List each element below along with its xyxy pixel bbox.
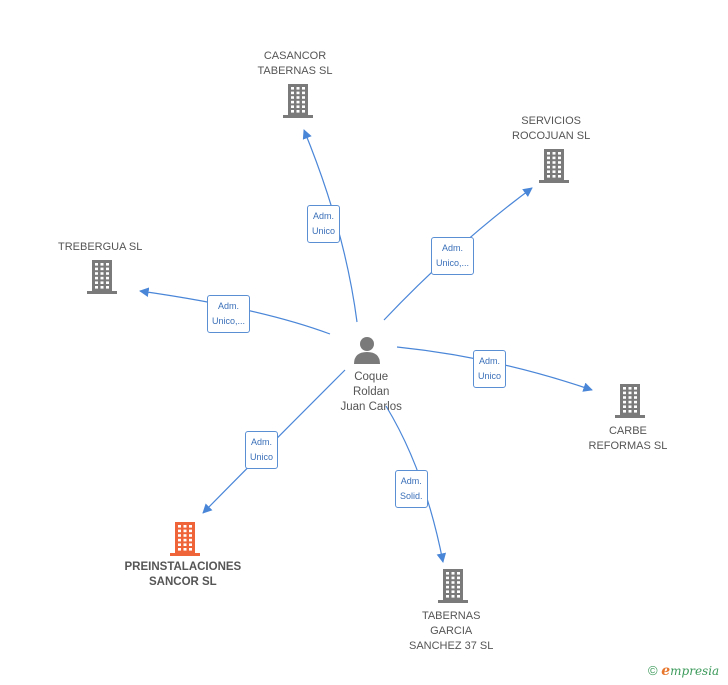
company-label-tabernas[interactable]: TABERNAS GARCIA SANCHEZ 37 SL (409, 609, 493, 654)
company-label-tabernas-line: TABERNAS (421, 610, 481, 622)
edge-label-line: Adm. (218, 301, 240, 311)
person-node[interactable] (352, 336, 382, 364)
building-icon (170, 522, 200, 556)
company-label-tabernas-line: SANCHEZ 37 SL (409, 640, 494, 652)
company-label-trebergua[interactable]: TREBERGUA SL (58, 240, 142, 255)
edge-label-line: Unico (312, 226, 336, 236)
copyright-icon: © (648, 663, 658, 678)
edge-label-line: Adm. (479, 356, 501, 366)
edge-label-line: Unico,... (436, 258, 470, 268)
company-node-tabernas[interactable] (437, 569, 469, 603)
company-label-carbe-line: REFORMAS SL (588, 440, 668, 452)
company-label-casancor[interactable]: CASANCOR TABERNAS SL (258, 49, 333, 79)
edge-label-carbe[interactable]: Adm. Unico (473, 350, 507, 388)
company-node-casancor[interactable] (282, 84, 314, 118)
company-node-servicios[interactable] (538, 149, 570, 183)
company-label-servicios-line: SERVICIOS (521, 115, 581, 127)
building-icon (539, 149, 569, 183)
edge-label-servicios[interactable]: Adm. Unico,... (431, 237, 475, 275)
edge-label-line: Unico (250, 452, 274, 462)
edge-label-line: Solid. (400, 491, 423, 501)
company-label-preinstalaciones-line: PREINSTALACIONES (124, 561, 242, 573)
company-label-tabernas-line: GARCIA (430, 625, 473, 637)
edge-label-line: Adm. (313, 211, 335, 221)
building-icon (438, 569, 468, 603)
edge-label-line: Unico,... (212, 316, 246, 326)
person-name-label-line: Juan Carlos (340, 401, 402, 413)
company-node-carbe[interactable] (614, 384, 646, 418)
edge-label-preinstalaciones[interactable]: Adm. Unico (245, 431, 279, 469)
company-label-trebergua-line: TREBERGUA SL (58, 241, 143, 253)
company-node-preinstalaciones[interactable] (169, 522, 201, 556)
edge-label-tabernas[interactable]: Adm. Solid. (395, 470, 428, 508)
company-label-casancor-line: CASANCOR (263, 50, 327, 62)
edge-label-casancor[interactable]: Adm. Unico (307, 205, 341, 243)
person-name-label-line: Coque (354, 371, 389, 383)
edge-label-trebergua[interactable]: Adm. Unico,... (207, 295, 251, 333)
edge-label-line: Adm. (442, 243, 464, 253)
person-name-label-line: Roldan (352, 386, 390, 398)
person-icon (354, 337, 380, 364)
building-icon (283, 84, 313, 118)
company-label-servicios[interactable]: SERVICIOS ROCOJUAN SL (512, 114, 590, 144)
building-icon (615, 384, 645, 418)
company-label-carbe-line: CARBE (608, 425, 647, 437)
company-label-carbe[interactable]: CARBE REFORMAS SL (589, 424, 668, 454)
company-label-servicios-line: ROCOJUAN SL (512, 130, 591, 142)
company-node-trebergua[interactable] (86, 260, 118, 294)
copyright-notice: © empresia (648, 663, 719, 679)
company-label-preinstalaciones-line: SANCOR SL (148, 576, 217, 588)
company-label-casancor-line: TABERNAS SL (257, 65, 333, 77)
edge-label-line: Adm. (400, 476, 422, 486)
building-icon (87, 260, 117, 294)
company-label-preinstalaciones[interactable]: PREINSTALACIONES SANCOR SL (125, 560, 242, 590)
edge-label-line: Adm. (251, 437, 273, 447)
edge-label-line: Unico (478, 371, 502, 381)
empresia-logo[interactable]: empresia (661, 663, 720, 679)
